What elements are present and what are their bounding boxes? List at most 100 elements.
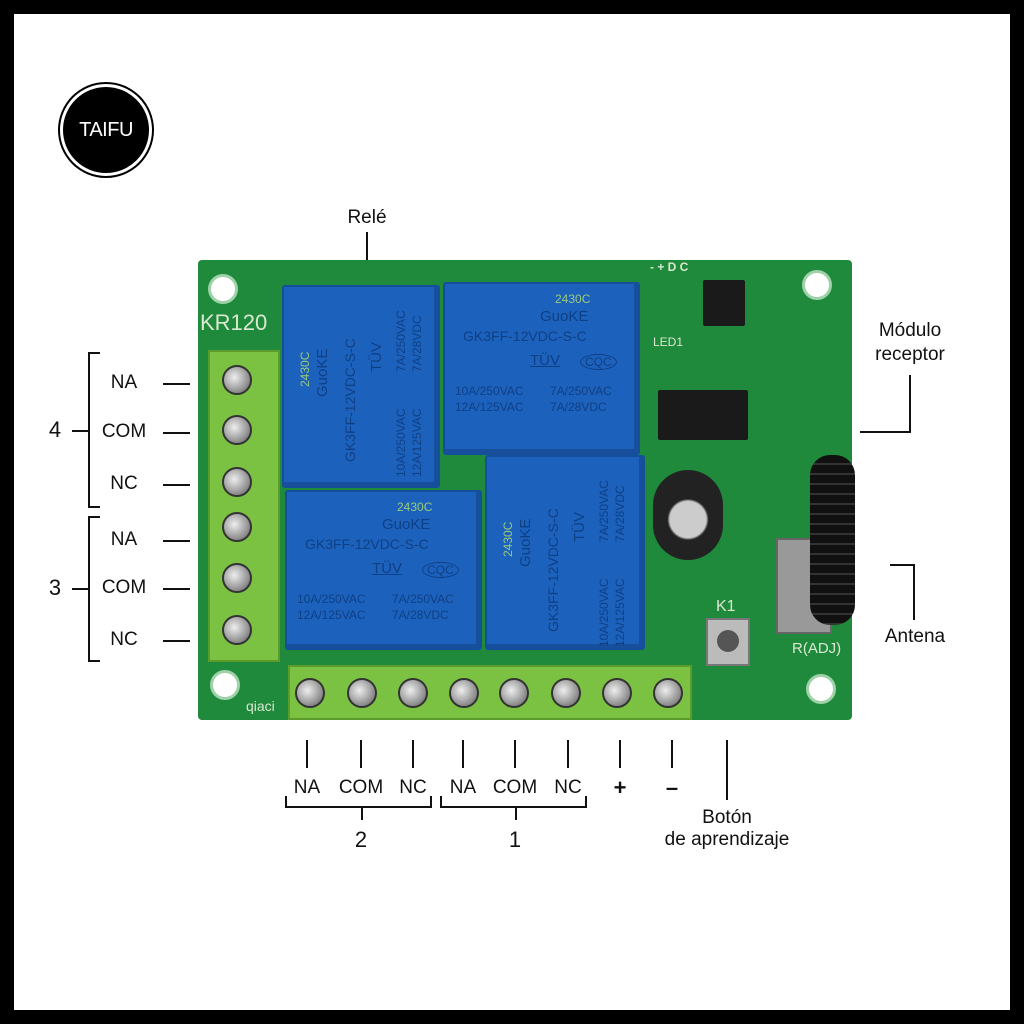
- group-bracket: [430, 796, 432, 808]
- antenna-callout: Antena: [884, 626, 946, 647]
- relay-rating: 12A/125VAC: [297, 608, 366, 622]
- relay-code: 2430C: [397, 500, 433, 514]
- group-bracket: [440, 806, 587, 808]
- led-label: LED1: [653, 335, 684, 349]
- pin-label: NC: [554, 777, 582, 798]
- relay-rating: 7A/28VDC: [550, 400, 607, 414]
- pin-label: NA: [293, 777, 321, 798]
- pin-label: COM: [492, 777, 538, 798]
- relay-callout: Relé: [347, 207, 387, 228]
- pin-line: [163, 383, 190, 385]
- pin-line: [163, 640, 190, 642]
- pin-line: [462, 740, 464, 768]
- relay-callout-line: [366, 232, 368, 260]
- terminal-block-left: [208, 350, 280, 662]
- terminal-screw: [222, 365, 252, 395]
- relay-brand: GuoKE: [382, 516, 431, 533]
- terminal-screw: [222, 563, 252, 593]
- terminal-screw: [653, 678, 683, 708]
- pin-label: COM: [101, 577, 147, 598]
- board-model-label: KR120: [200, 310, 268, 335]
- relay-rating: 7A/250VAC: [597, 480, 611, 542]
- terminal-screw: [551, 678, 581, 708]
- pin-label: NA: [110, 372, 138, 393]
- learning-button[interactable]: [706, 618, 750, 666]
- button-callout-line2: de aprendizaje: [664, 829, 790, 850]
- relay-rating: 7A/28VDC: [613, 485, 627, 542]
- pin-label: COM: [338, 777, 384, 798]
- group-number: 4: [48, 417, 62, 442]
- group-bracket: [88, 352, 90, 508]
- group-bracket: [88, 516, 100, 518]
- group-bracket: [72, 430, 88, 432]
- relay-model: GK3FF-12VDC-S-C: [463, 328, 587, 344]
- mounting-hole: [806, 674, 836, 704]
- relay-rating: 10A/250VAC: [394, 408, 408, 478]
- terminal-screw: [222, 512, 252, 542]
- group-number: 3: [48, 575, 62, 600]
- mounting-hole: [210, 670, 240, 700]
- pin-line: [163, 432, 190, 434]
- group-bracket: [361, 806, 363, 820]
- receiver-callout-line2: receptor: [875, 344, 945, 365]
- group-bracket: [285, 796, 287, 808]
- relay-rating: 7A/28VDC: [392, 608, 449, 622]
- logo-text: TAIFU: [79, 118, 133, 141]
- relay-model: GK3FF-12VDC-S-C: [305, 536, 429, 552]
- relay-rating: 12A/125VAC: [455, 400, 524, 414]
- pin-line: [163, 484, 190, 486]
- relay-code: 2430C: [501, 521, 515, 557]
- group-bracket: [515, 806, 517, 820]
- brand-silk: qiaci: [246, 698, 275, 714]
- receiver-callout-line1: Módulo: [878, 320, 942, 341]
- relay-rating: 10A/250VAC: [297, 592, 366, 606]
- relay-model: GK3FF-12VDC-S-C: [342, 338, 358, 462]
- relay-rating: 10A/250VAC: [597, 578, 611, 648]
- power-plus-label: +: [613, 775, 627, 800]
- taifu-logo: TAIFU: [60, 84, 152, 176]
- pin-label: NC: [110, 473, 138, 494]
- relay-code: 2430C: [555, 292, 591, 306]
- relay-brand: GuoKE: [314, 348, 331, 397]
- group-number: 1: [508, 827, 522, 852]
- terminal-screw: [295, 678, 325, 708]
- pin-line: [412, 740, 414, 768]
- button-callout-line: [726, 740, 728, 800]
- receiver-callout-line: [860, 431, 911, 433]
- pin-label: NC: [110, 629, 138, 650]
- group-bracket: [88, 506, 100, 508]
- group-bracket: [440, 796, 442, 808]
- pin-label: NC: [399, 777, 427, 798]
- relay-rating: 7A/250VAC: [392, 592, 454, 606]
- relay-cert: TÜV: [571, 512, 588, 542]
- pin-label: COM: [101, 421, 147, 442]
- pin-line: [619, 740, 621, 768]
- k1-label: K1: [716, 598, 736, 615]
- group-bracket: [72, 588, 88, 590]
- capacitor: [653, 470, 723, 560]
- terminal-screw: [499, 678, 529, 708]
- terminal-screw: [602, 678, 632, 708]
- terminal-screw: [398, 678, 428, 708]
- group-bracket: [88, 352, 100, 354]
- relay-brand: GuoKE: [540, 308, 589, 325]
- relay-cert: TÜV: [530, 352, 560, 369]
- group-bracket: [585, 796, 587, 808]
- relay-rating: 7A/250VAC: [550, 384, 612, 398]
- relay-brand: GuoKE: [517, 518, 534, 567]
- terminal-screw: [347, 678, 377, 708]
- terminal-screw: [222, 415, 252, 445]
- radj-label: R(ADJ): [792, 640, 842, 657]
- relay-cert: TÜV: [368, 342, 385, 372]
- relay-cqc: CQC: [422, 562, 459, 578]
- antenna-callout-line: [913, 564, 915, 620]
- pin-line: [360, 740, 362, 768]
- pin-line: [671, 740, 673, 768]
- terminal-screw: [222, 615, 252, 645]
- relay-model: GK3FF-12VDC-S-C: [545, 508, 561, 632]
- relay-code: 2430C: [298, 351, 312, 387]
- pin-line: [306, 740, 308, 768]
- relay-rating: 12A/125VAC: [613, 578, 627, 648]
